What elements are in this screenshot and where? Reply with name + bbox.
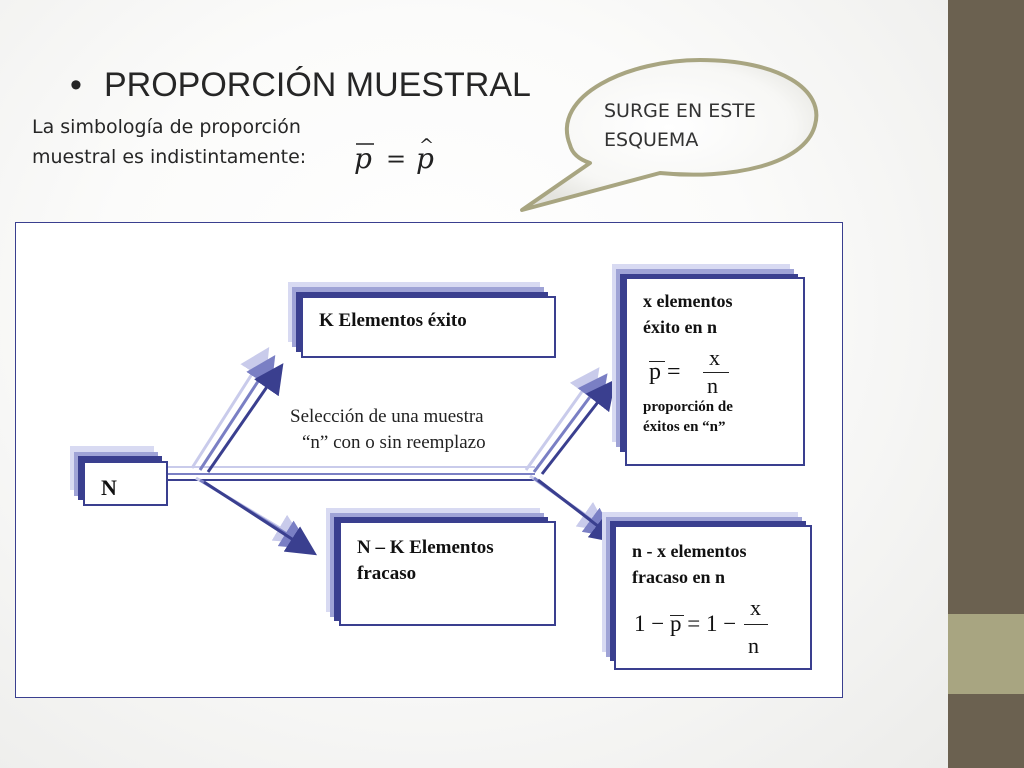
success-box: K Elementos éxito <box>301 296 556 358</box>
intro-line-1: La simbología de proporción <box>32 116 301 138</box>
success-box-label: K Elementos éxito <box>319 310 467 331</box>
svg-text:=: = <box>386 145 406 173</box>
slide-title-text: PROPORCIÓN MUESTRAL <box>104 66 531 104</box>
failure-box: N – K Elementos fracaso <box>339 521 556 626</box>
population-box: N <box>83 461 168 506</box>
sample-failure-fraction-bar <box>744 624 768 625</box>
sample-success-note-1: proporción de <box>643 399 733 415</box>
proportion-formula: p = p ^ <box>354 136 434 175</box>
speech-bubble <box>520 58 819 212</box>
bubble-line-1: SURGE EN ESTE <box>604 100 756 122</box>
sample-success-formula-denominator: n <box>707 373 718 398</box>
sample-success-line-1: x elementos <box>643 291 733 311</box>
svg-text:^: ^ <box>419 136 434 156</box>
failure-box-line-2: fracaso <box>357 563 417 584</box>
sample-failure-p-bar <box>670 615 684 616</box>
sample-success-formula-lhs: p = <box>649 359 681 385</box>
intro-line-2: muestral es indistintamente: <box>32 146 307 168</box>
slide-title: • PROPORCIÓN MUESTRAL <box>70 66 550 112</box>
sample-failure-formula-denominator: n <box>748 633 759 658</box>
sample-success-note-2: éxitos en “n” <box>643 419 726 435</box>
sidebar-light-band <box>948 614 1024 694</box>
sample-success-line-2: éxito en n <box>643 317 717 337</box>
selection-line-1: Selección de una muestra <box>290 406 484 427</box>
bubble-line-2: ESQUEMA <box>604 129 699 151</box>
sample-failure-formula-numerator: x <box>750 595 761 620</box>
svg-text:p: p <box>354 142 372 175</box>
selection-text: Selección de una muestra “n” con o sin r… <box>290 404 530 456</box>
sample-failure-line-1: n - x elementos <box>632 541 747 561</box>
selection-line-2: “n” con o sin reemplazo <box>302 432 486 453</box>
sample-success-fraction-bar <box>703 372 729 373</box>
sample-success-formula-numerator: x <box>709 345 720 370</box>
bullet-marker: • <box>70 66 82 104</box>
sample-success-box: x elementos éxito en n p = x n proporció… <box>625 277 805 466</box>
intro-text: La simbología de proporción muestral es … <box>32 112 352 172</box>
svg-text:p: p <box>416 142 434 175</box>
failure-box-line-1: N – K Elementos <box>357 537 494 558</box>
sample-failure-box: n - x elementos fracaso en n 1 − p = 1 −… <box>614 525 812 670</box>
sample-success-p-bar <box>649 361 665 362</box>
sample-failure-formula-lhs: 1 − p = 1 − <box>634 611 737 636</box>
population-label: N <box>101 475 117 500</box>
sample-failure-line-2: fracaso en n <box>632 567 725 587</box>
speech-bubble-text: SURGE EN ESTE ESQUEMA <box>604 97 794 155</box>
